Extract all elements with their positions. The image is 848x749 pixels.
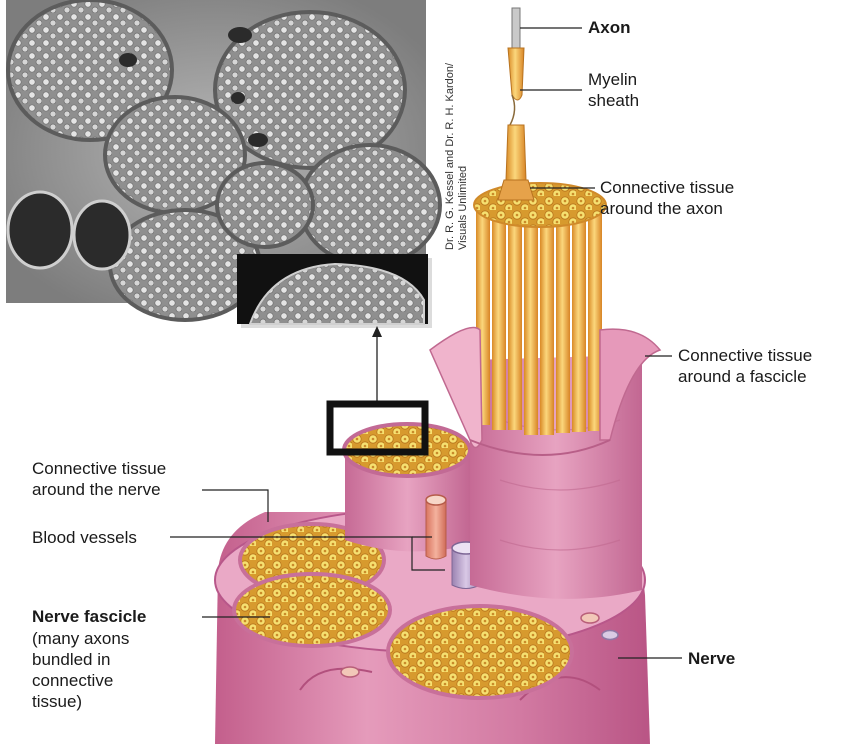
sem-inset-zoom xyxy=(237,254,432,328)
label-myelin-sheath: Myelin sheath xyxy=(588,69,639,111)
fascicle-section-lower-left xyxy=(234,574,390,646)
label-fascicle-desc-line-4: tissue) xyxy=(32,691,129,712)
label-ct-axon-line-1: Connective tissue xyxy=(600,177,734,198)
label-ct-nerve-line-2: around the nerve xyxy=(32,479,166,500)
photo-credit: Dr. R. G. Kessel and Dr. R. H. Kardon/ V… xyxy=(444,63,470,250)
label-fascicle-desc-line-2: bundled in xyxy=(32,649,129,670)
label-connective-tissue-nerve: Connective tissue around the nerve xyxy=(32,458,166,500)
label-nerve-fascicle-desc: (many axons bundled in connective tissue… xyxy=(32,628,129,712)
label-ct-fascicle-line-2: around a fascicle xyxy=(678,366,812,387)
label-nerve: Nerve xyxy=(688,648,735,669)
photo-credit-line-1: Dr. R. G. Kessel and Dr. R. H. Kardon/ xyxy=(444,63,457,250)
label-axon: Axon xyxy=(588,17,631,38)
label-blood-vessels: Blood vessels xyxy=(32,527,137,548)
label-ct-fascicle-line-1: Connective tissue xyxy=(678,345,812,366)
label-myelin-line-2: sheath xyxy=(588,90,639,111)
label-ct-axon-line-2: around the axon xyxy=(600,198,734,219)
label-ct-nerve-line-1: Connective tissue xyxy=(32,458,166,479)
photo-credit-line-2: Visuals Unlimited xyxy=(457,63,470,250)
label-fascicle-desc-line-3: connective xyxy=(32,670,129,691)
label-myelin-line-1: Myelin xyxy=(588,69,639,90)
fascicle-section-bottom xyxy=(388,606,572,698)
label-fascicle-desc-line-1: (many axons xyxy=(32,628,129,649)
label-connective-tissue-axon: Connective tissue around the axon xyxy=(600,177,734,219)
single-axon xyxy=(498,8,534,200)
label-nerve-fascicle: Nerve fascicle xyxy=(32,606,146,627)
label-connective-tissue-fascicle: Connective tissue around a fascicle xyxy=(678,345,812,387)
fascicle-cylinder-left xyxy=(344,424,470,551)
